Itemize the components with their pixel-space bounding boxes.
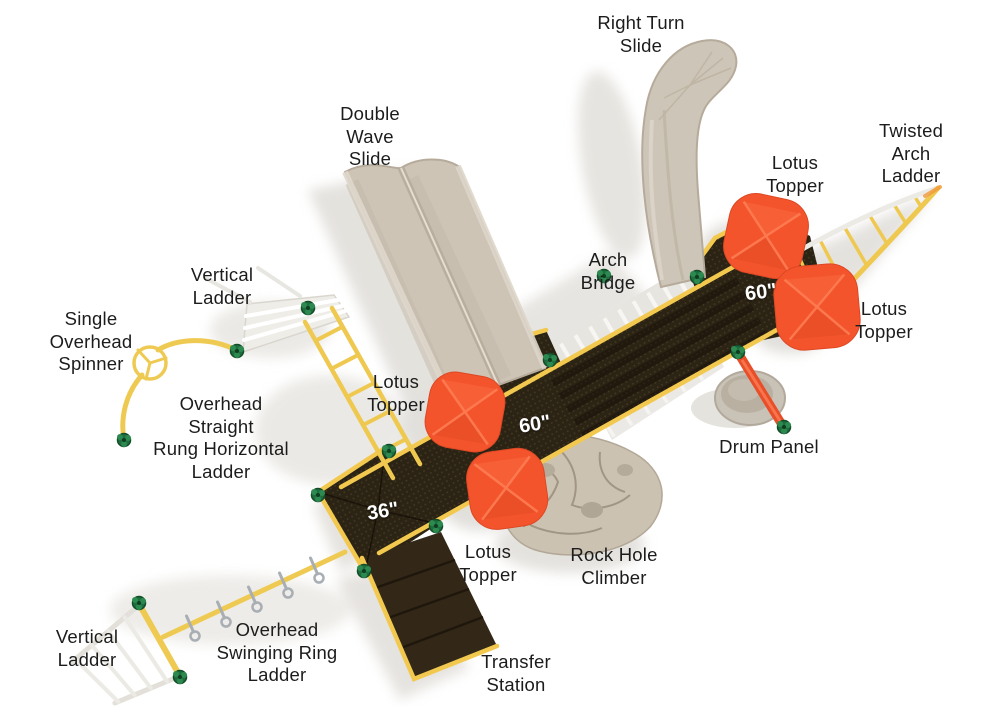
lotus-toppers	[424, 193, 861, 530]
label-deck-60-top: 60"	[743, 279, 779, 306]
label-twisted-arch-ladder: Twisted Arch Ladder	[878, 120, 944, 187]
label-drum-panel: Drum Panel	[719, 436, 819, 457]
label-deck-36: 36"	[365, 498, 401, 525]
label-rock-hole-climber: Rock Hole Climber	[570, 544, 658, 588]
label-arch-bridge: Arch Bridge	[580, 249, 636, 293]
label-single-overhead-spinner: Single Overhead Spinner	[49, 308, 133, 375]
overhead-straight-rung-ladder-shape	[203, 266, 423, 481]
label-overhead-swinging-ring-ladder: Overhead Swinging Ring Ladder	[216, 619, 338, 686]
swinging-rings	[185, 556, 325, 642]
label-lotus-topper-top: Lotus Topper	[766, 152, 824, 196]
drum-panel-shape	[691, 351, 789, 433]
label-lotus-topper-lower: Lotus Topper	[459, 541, 517, 585]
vertical-ladder-lower-shape	[69, 603, 183, 706]
label-lotus-topper-middle: Lotus Topper	[367, 371, 425, 415]
double-wave-slide-shape	[342, 158, 548, 404]
overhead-swinging-ring-ladder-shape	[136, 549, 348, 681]
label-deck-60-mid: 60"	[517, 411, 553, 438]
label-lotus-topper-right: Lotus Topper	[855, 298, 913, 342]
label-overhead-straight-rung-horizontal-ladder: Overhead Straight Rung Horizontal Ladder	[153, 393, 289, 482]
label-vertical-ladder-lower: Vertical Ladder	[55, 626, 119, 670]
label-double-wave-slide: Double Wave Slide	[340, 103, 400, 170]
label-right-turn-slide: Right Turn Slide	[597, 12, 685, 56]
label-transfer-station: Transfer Station	[481, 651, 551, 695]
single-overhead-spinner-wheel	[132, 345, 168, 381]
label-vertical-ladder-upper: Vertical Ladder	[190, 264, 254, 308]
right-turn-slide-shape	[641, 39, 738, 289]
